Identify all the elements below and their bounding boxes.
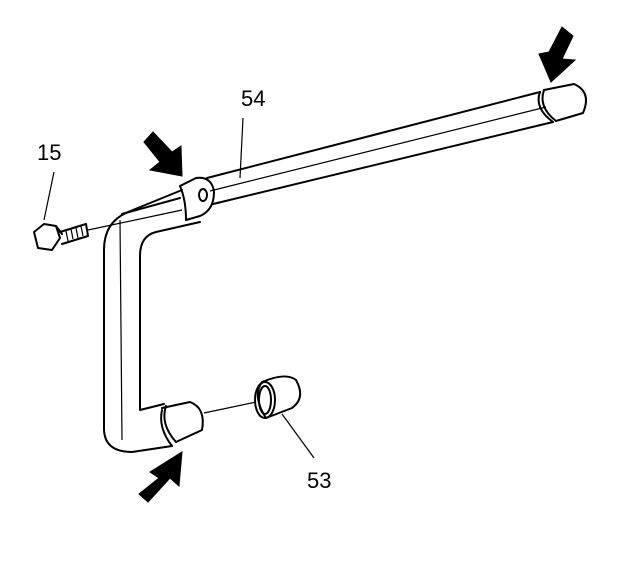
arrow-bracket-icon: [143, 131, 183, 177]
seal-part: [254, 375, 302, 419]
callout-seal: 53: [307, 468, 331, 493]
leader-lines: [43, 117, 315, 459]
pipe-bend-section: [103, 189, 201, 453]
callout-pipe: 54: [241, 86, 265, 111]
indicator-arrows: [138, 26, 577, 503]
mounting-bracket: [121, 176, 215, 221]
callout-bolt: 15: [37, 140, 61, 165]
pipe-long-section: [206, 83, 587, 205]
arrow-bottom-left-icon: [138, 451, 183, 503]
bolt-part: [33, 223, 89, 251]
lower-pipe-collar: [160, 401, 204, 447]
arrow-top-right-icon: [538, 26, 577, 83]
alignment-lines: [87, 209, 257, 414]
